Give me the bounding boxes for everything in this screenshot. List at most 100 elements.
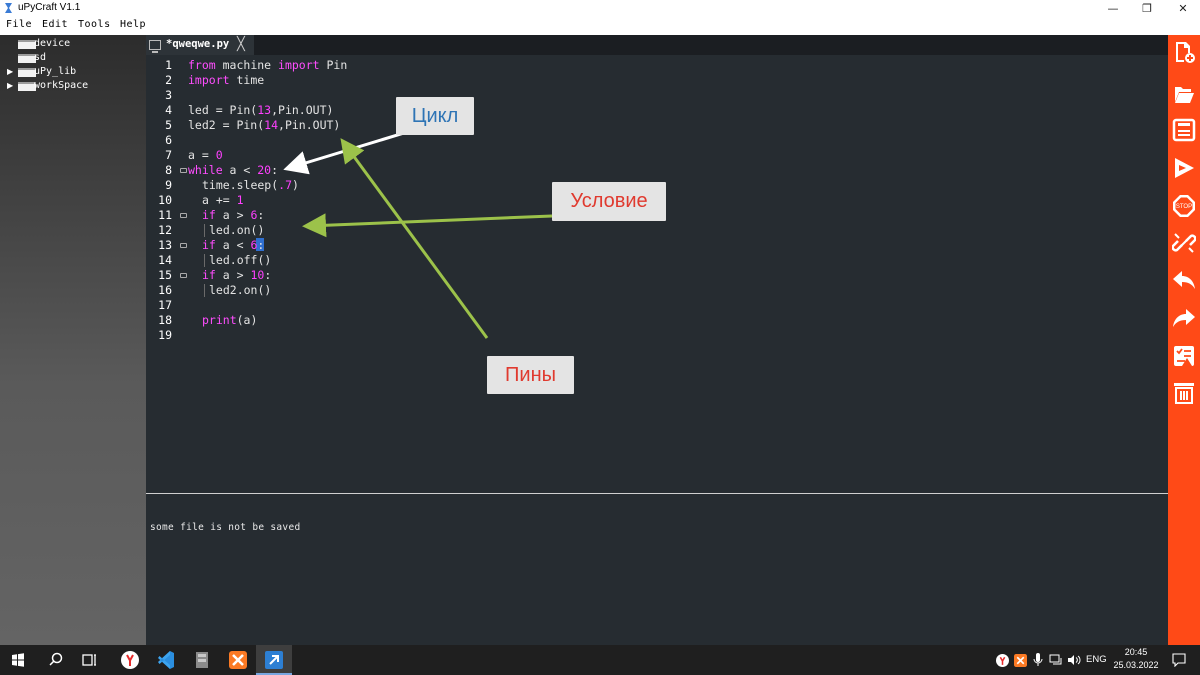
upycraft-taskbar-button[interactable] — [256, 645, 292, 675]
windows-taskbar: ENG 20:45 25.03.2022 — [0, 645, 1200, 675]
code-line-2: import time — [188, 73, 265, 87]
indent-guide — [204, 254, 205, 267]
task-view-icon[interactable] — [71, 645, 107, 675]
code-line-14: led.off() — [209, 253, 272, 267]
line-number: 5 — [165, 118, 172, 132]
xampp-tray-icon[interactable] — [1014, 654, 1027, 667]
tree-item-label: device — [34, 38, 71, 49]
line-number: 4 — [165, 103, 172, 117]
line-number: 19 — [158, 328, 172, 342]
callout-pins: Пины — [487, 356, 574, 394]
clear-icon[interactable] — [1172, 381, 1196, 405]
code-line-13: if a < 6: — [202, 238, 265, 252]
menu-tools[interactable]: Tools — [78, 19, 111, 30]
code-editor[interactable]: from machine import Pin import time led … — [146, 55, 1168, 493]
tab-qweqwe-py[interactable]: *qweqwe.py ╳ — [146, 35, 254, 55]
undo-icon[interactable] — [1172, 268, 1196, 292]
windows-start-icon[interactable] — [0, 645, 36, 675]
right-toolbar: STOP — [1168, 35, 1200, 645]
notification-icon[interactable] — [1172, 653, 1186, 667]
line-number: 1 — [165, 58, 172, 72]
code-line-7: a = 0 — [188, 148, 223, 162]
terminal-console[interactable]: some file is not be saved — [146, 494, 1168, 645]
restore-button[interactable]: ❐ — [1142, 2, 1152, 15]
archive-app-icon[interactable] — [184, 645, 220, 675]
save-icon[interactable] — [1172, 118, 1196, 142]
clock-date[interactable]: 25.03.2022 — [1113, 660, 1159, 670]
minimize-button[interactable]: — — [1107, 2, 1119, 15]
line-number: 8 — [165, 163, 172, 177]
search-icon[interactable] — [38, 645, 74, 675]
vscode-icon[interactable] — [148, 645, 184, 675]
new-file-icon[interactable] — [1172, 40, 1196, 64]
tree-item-label: workSpace — [34, 80, 89, 91]
line-number: 6 — [165, 133, 172, 147]
line-number: 2 — [165, 73, 172, 87]
line-number: 10 — [158, 193, 172, 207]
fold-marker-icon[interactable] — [180, 243, 187, 248]
code-line-1: from machine import Pin — [188, 58, 348, 72]
stop-icon[interactable]: STOP — [1172, 194, 1196, 218]
expand-arrow-icon[interactable]: ▶ — [7, 81, 14, 90]
close-button[interactable]: ✕ — [1178, 2, 1188, 15]
open-file-icon[interactable] — [1172, 82, 1196, 106]
folder-icon — [18, 68, 36, 77]
menu-file[interactable]: File — [6, 19, 33, 30]
fold-marker-icon[interactable] — [180, 273, 187, 278]
line-number: 7 — [165, 148, 172, 162]
code-line-10: a += 1 — [202, 193, 244, 207]
console-message: some file is not be saved — [150, 522, 301, 533]
folder-icon — [18, 40, 36, 49]
editor-tab-strip: *qweqwe.py ╳ — [146, 35, 1168, 55]
code-line-9: time.sleep(.7) — [202, 178, 299, 192]
line-number: 16 — [158, 283, 172, 297]
svg-text:STOP: STOP — [1176, 204, 1192, 210]
code-line-11: if a > 6: — [202, 208, 265, 222]
editor-console-divider[interactable] — [146, 493, 1168, 494]
network-icon[interactable] — [1049, 654, 1063, 666]
xampp-icon[interactable] — [220, 645, 256, 675]
line-number: 17 — [158, 298, 172, 312]
document-icon — [149, 40, 161, 53]
menu-bar: File Edit Tools Help — [0, 17, 1200, 34]
code-line-18: print(a) — [202, 313, 258, 327]
upycraft-logo-icon — [265, 651, 283, 669]
clock-time[interactable]: 20:45 — [1124, 647, 1148, 657]
yandex-browser-icon[interactable] — [112, 645, 148, 675]
code-line-5: led2 = Pin(14,Pin.OUT) — [188, 118, 341, 132]
line-number-gutter — [146, 55, 184, 493]
syntax-check-icon[interactable] — [1172, 344, 1196, 368]
line-number: 11 — [158, 208, 172, 222]
yandex-tray-icon[interactable] — [996, 654, 1009, 667]
window-title: uPyCraft V1.1 — [18, 2, 81, 13]
code-line-8: while a < 20: — [188, 163, 279, 177]
folder-icon — [18, 54, 36, 63]
code-line-12: led.on() — [209, 223, 265, 237]
line-number: 14 — [158, 253, 172, 267]
fold-marker-icon[interactable] — [180, 213, 187, 218]
menu-help[interactable]: Help — [120, 19, 147, 30]
file-tree: device sd ▶ uPy_lib ▶ workSpace — [0, 35, 146, 645]
input-language[interactable]: ENG — [1086, 654, 1107, 665]
tree-item-label: sd — [34, 52, 47, 63]
code-line-15: if a > 10: — [202, 268, 272, 282]
line-number: 18 — [158, 313, 172, 327]
tab-close-icon[interactable]: ╳ — [237, 37, 245, 52]
connect-icon[interactable] — [1172, 231, 1196, 255]
microphone-icon[interactable] — [1033, 653, 1043, 667]
indent-guide — [204, 224, 205, 237]
run-icon[interactable] — [1172, 156, 1196, 180]
code-line-16: led2.on() — [209, 283, 272, 297]
callout-loop: Цикл — [396, 97, 474, 135]
line-number: 12 — [158, 223, 172, 237]
menu-edit[interactable]: Edit — [42, 19, 69, 30]
redo-icon[interactable] — [1172, 306, 1196, 330]
upycraft-logo-icon — [5, 3, 12, 13]
title-bar: uPyCraft V1.1 — ❐ ✕ — [0, 0, 1200, 17]
fold-marker-icon[interactable] — [180, 168, 187, 173]
expand-arrow-icon[interactable]: ▶ — [7, 67, 14, 76]
line-number: 9 — [165, 178, 172, 192]
line-number: 3 — [165, 88, 172, 102]
tree-item-label: uPy_lib — [34, 66, 77, 77]
volume-icon[interactable] — [1067, 654, 1081, 666]
